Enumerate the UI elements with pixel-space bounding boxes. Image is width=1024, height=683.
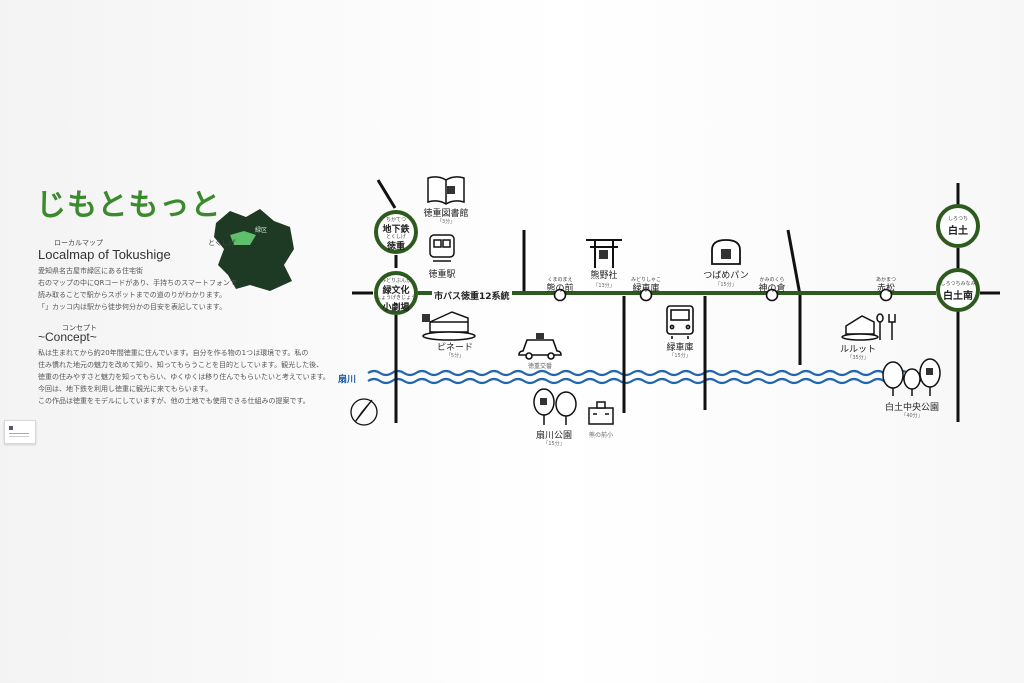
intro-line: 読み取ることで駅からスポットまでの道のりがわかります。 — [38, 291, 227, 299]
river-label: 扇川 — [338, 375, 357, 385]
train-icon — [429, 234, 455, 262]
concept-line: 住み慣れた地元の魅力を改めて知り、知ってもらうことを目的としています。観光した後… — [38, 361, 324, 369]
bus-stop-label: 神の倉 — [758, 284, 786, 294]
school-icon — [588, 401, 614, 425]
concept-title: ~Concept~ — [38, 330, 97, 344]
spot-tsubamepan-label: つばめパン — [703, 271, 749, 281]
police-car-icon — [518, 333, 562, 360]
compass-icon — [350, 398, 378, 426]
spot-pinede-label: ピネード — [436, 343, 474, 353]
region-map-icon — [214, 209, 294, 291]
station-midoribunka-marker — [374, 271, 418, 315]
spot-rurutto-dist: 「35分」 — [847, 355, 869, 361]
spot-station-label: 徳重駅 — [428, 270, 456, 280]
spot-kumanosha-label: 熊野社 — [590, 271, 618, 281]
bus-stop-label: 熊の前 — [546, 284, 574, 294]
bus-stop-ruby: かみのくら — [759, 277, 785, 283]
bus-stop-ruby: みどりしゃこ — [630, 277, 662, 283]
tree-icon — [882, 358, 941, 396]
spot-koban-label: 徳重交番 — [527, 363, 553, 370]
bread-icon — [711, 239, 741, 265]
spot-kumanosha-dist: 「13分」 — [593, 283, 615, 289]
subtitle: Localmap of Tokushige — [38, 247, 171, 262]
spot-school-label: 熊の前小 — [588, 432, 614, 439]
spot-library-label: 徳重図書館 — [423, 209, 469, 219]
station-shiratsuchiminami-label: 白土南 — [943, 291, 973, 302]
cake-icon — [422, 311, 476, 341]
bus-stop-ruby: くまのまえ — [547, 277, 573, 283]
spot-shiratsuchi-park-dist: 「40分」 — [901, 413, 923, 419]
logo-title: じもともっと — [36, 188, 222, 223]
station-shiratsuchi-marker — [936, 204, 980, 248]
dessert-icon — [841, 313, 896, 341]
station-tokushige-bottom: 徳重 — [386, 242, 406, 252]
station-ruby: しろつちみなみ — [940, 281, 976, 287]
river — [367, 369, 933, 385]
intro-line: 「」カッコ内は駅から徒歩何分かの目安を表記しています。 — [38, 303, 227, 311]
spot-ougawa-park-label: 扇川公園 — [535, 431, 573, 441]
bus-stop-marker — [553, 288, 567, 302]
roads — [352, 179, 1000, 423]
station-ruby: ちかてつ — [386, 217, 406, 223]
bus-stop-ruby: あかまつ — [875, 277, 897, 283]
subtitle-ruby-right: とくしげ — [208, 239, 236, 247]
torii-icon — [586, 239, 622, 268]
station-tokushige-top: 地下鉄 — [382, 225, 410, 235]
concept-ruby: コンセプト — [62, 324, 97, 332]
subtitle-ruby-left: ローカルマップ — [54, 239, 103, 247]
bus-stop-label: 緑車庫 — [632, 284, 660, 294]
region-label: 緑区 — [255, 227, 268, 234]
tree-icon — [533, 388, 577, 425]
bus-stop-label: 赤松 — [876, 284, 896, 294]
spot-pinede-dist: 「5分」 — [445, 353, 465, 359]
bus-stop-marker — [639, 288, 653, 302]
station-ruby: しょうげきじょう — [375, 295, 417, 301]
bus-stop-marker — [879, 288, 893, 302]
spot-library-dist: 「3分」 — [436, 219, 456, 225]
concept-line: 今回は、地下鉄を利用し徳重に観光に来てもらいます。 — [38, 385, 212, 393]
station-ruby: みどりぶんか — [380, 278, 412, 284]
intro-line: 右のマップの中にQRコードがあり、手持ちのスマートフォンで — [38, 279, 237, 287]
spot-depot-dist: 「15分」 — [669, 353, 691, 359]
spot-depot-label: 緑車庫 — [666, 343, 694, 353]
concept-line: 徳重の住みやすさと魅力を知ってもらい、ゆくゆくは移り住んでもらいたいと考えていま… — [38, 373, 330, 381]
station-shiratsuchiminami-marker — [936, 268, 980, 312]
station-ruby: とくしげ — [386, 234, 406, 240]
concept-line: この作品は徳重をモデルにしていますが、他の土地でも使用できる仕組みの提案です。 — [38, 397, 310, 405]
bus-icon — [666, 305, 694, 339]
spot-tsubamepan-dist: 「15分」 — [715, 282, 737, 288]
spot-rurutto-label: ルルット — [839, 345, 877, 355]
bus-line-label: 市バス徳重12系統 — [432, 289, 512, 302]
book-icon — [427, 176, 465, 205]
station-shiratsuchi-label: 白土 — [948, 226, 968, 237]
caption-plaque — [4, 420, 36, 444]
station-tokushige-marker — [374, 210, 418, 254]
station-midoribunka-bottom: 小劇場 — [382, 303, 410, 313]
concept-line: 私は生まれてから約20年間徳重に住んでいます。自分を作る物の1つは環境です。私の — [38, 349, 309, 357]
bus-stop-marker — [765, 288, 779, 302]
station-ruby: しろつち — [947, 216, 969, 222]
station-midoribunka-top: 緑文化 — [382, 286, 410, 296]
spot-shiratsuchi-park-label: 白土中央公園 — [884, 403, 940, 413]
intro-line: 愛知県名古屋市緑区にある住宅街 — [38, 267, 143, 275]
spot-ougawa-park-dist: 「15分」 — [543, 441, 565, 447]
